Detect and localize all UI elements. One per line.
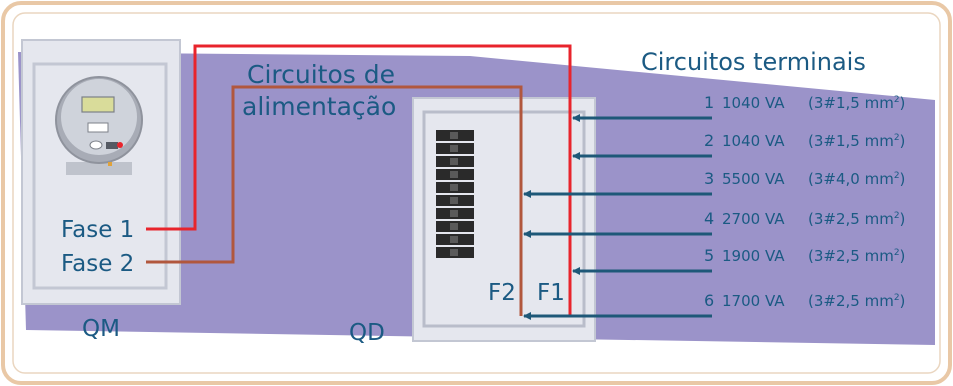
circuit-cable: (3#2,5 mm2) (808, 210, 905, 228)
circuit-cable-section: (3#2,5 mm (808, 292, 894, 310)
circuit-power: 1700 VA (722, 292, 785, 310)
circuit-cable-close: ) (900, 210, 906, 228)
circuit-cable: (3#1,5 mm2) (808, 132, 905, 150)
circuit-power: 1040 VA (722, 132, 785, 150)
f1-label: F1 (537, 280, 565, 306)
circuit-cable-section: (3#1,5 mm (808, 94, 894, 112)
circuit-cable-superscript: 2 (894, 171, 900, 181)
circuit-number: 5 (704, 246, 714, 265)
fase1-wire (146, 44, 572, 316)
breaker-switch (450, 223, 458, 230)
circuit-cable-close: ) (900, 132, 906, 150)
circuit-cable-superscript: 2 (894, 133, 900, 143)
circuit-cable-close: ) (900, 170, 906, 188)
circuit-cable-superscript: 2 (894, 248, 900, 258)
fase2-label: Fase 2 (61, 251, 134, 277)
qd-label: QD (349, 320, 385, 346)
circuit-cable-superscript: 2 (894, 95, 900, 105)
circuit-power: 5500 VA (722, 170, 785, 188)
breaker-switch (450, 145, 458, 152)
circuitos-alimentacao-line1: Circuitos de (247, 60, 395, 89)
electric-meter-icon (55, 76, 143, 175)
fase1-label: Fase 1 (61, 217, 134, 243)
circuit-power: 1900 VA (722, 247, 785, 265)
circuit-power: 1040 VA (722, 94, 785, 112)
circuit-cable-close: ) (900, 247, 906, 265)
circuit-cable-close: ) (900, 292, 906, 310)
circuit-number: 6 (704, 291, 714, 310)
fase2-wire (146, 85, 523, 316)
breaker-switch (450, 184, 458, 191)
breaker-switch (450, 210, 458, 217)
circuit-cable: (3#1,5 mm2) (808, 94, 905, 112)
f2-label: F2 (488, 280, 516, 306)
circuitos-alimentacao-line2: alimentação (242, 92, 396, 121)
circuit-number: 3 (704, 169, 714, 188)
circuit-cable-superscript: 2 (894, 211, 900, 221)
circuit-cable-superscript: 2 (894, 293, 900, 303)
circuitos-terminais-title: Circuitos terminais (641, 48, 866, 76)
circuit-number: 1 (704, 93, 714, 112)
circuit-number: 2 (704, 131, 714, 150)
breaker-switch (450, 197, 458, 204)
breaker-switch (450, 236, 458, 243)
circuit-cable-section: (3#4,0 mm (808, 170, 894, 188)
circuit-cable-close: ) (900, 94, 906, 112)
circuit-cable-section: (3#2,5 mm (808, 210, 894, 228)
circuit-cable: (3#2,5 mm2) (808, 247, 905, 265)
breaker-switch (450, 249, 458, 256)
circuit-number: 4 (704, 209, 714, 228)
circuit-cable: (3#2,5 mm2) (808, 292, 905, 310)
circuit-power: 2700 VA (722, 210, 785, 228)
circuit-cable-section: (3#2,5 mm (808, 247, 894, 265)
breaker-switch (450, 132, 458, 139)
circuit-cable-section: (3#1,5 mm (808, 132, 894, 150)
circuit-breakers-icon (436, 130, 474, 258)
circuit-arrows (523, 114, 712, 320)
circuit-cable: (3#4,0 mm2) (808, 170, 905, 188)
qm-label: QM (82, 316, 120, 342)
breaker-switch (450, 171, 458, 178)
breaker-switch (450, 158, 458, 165)
